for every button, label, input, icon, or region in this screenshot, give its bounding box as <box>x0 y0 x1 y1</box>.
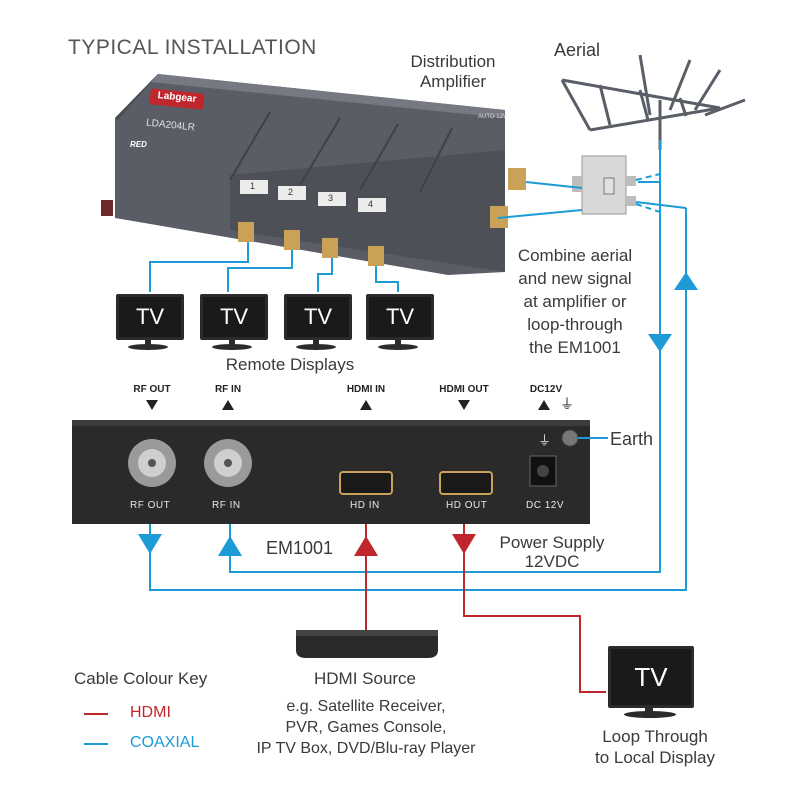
hdmi-key-swatch <box>84 713 108 715</box>
amplifier-red-badge: RED <box>130 140 147 149</box>
amplifier-output-1: 1 <box>250 181 256 191</box>
amplifier-label-line1: Distribution <box>410 52 496 71</box>
combine-note-line: loop-through <box>527 315 623 334</box>
combine-note-line: and new signal <box>518 269 632 288</box>
em1001-device <box>72 420 590 524</box>
port-label-hdmi-out: HDMI OUT <box>439 384 489 395</box>
amplifier-label-line2: Amplifier <box>419 72 487 91</box>
power-supply-line1: Power Supply <box>499 533 605 552</box>
tv-screen: TV <box>284 294 352 340</box>
hdmi-key-label: HDMI <box>130 704 171 721</box>
hdmi-source-line: e.g. Satellite Receiver, <box>286 698 446 715</box>
hdmi-source-examples: e.g. Satellite Receiver, PVR, Games Cons… <box>234 696 498 759</box>
loop-through-line2: to Local Display <box>594 748 715 767</box>
face-label-dc12v: DC 12V <box>526 500 565 511</box>
port-label-rf-out: RF OUT <box>133 384 171 395</box>
distribution-amplifier <box>101 74 526 275</box>
tv-base <box>128 344 168 350</box>
aerial-label: Aerial <box>554 40 601 60</box>
combine-note-line: the EM1001 <box>529 338 621 357</box>
tv-screen: TV <box>366 294 434 340</box>
port-label-rf-in: RF IN <box>214 384 242 395</box>
combiner-splitter <box>572 155 636 215</box>
power-supply-label: Power Supply 12VDC <box>490 533 614 571</box>
cable-colour-key: Cable Colour Key HDMI COAXIAL <box>74 669 244 759</box>
tv-screen: TV <box>116 294 184 340</box>
diagram-title: TYPICAL INSTALLATION <box>68 36 317 59</box>
cable-key-title: Cable Colour Key <box>74 669 208 688</box>
face-label-rf-in: RF IN <box>212 500 241 511</box>
hdmi-source-device <box>296 630 438 658</box>
amplifier-output-3: 3 <box>328 193 334 203</box>
earth-label: Earth <box>610 429 654 449</box>
tv-screen: TV <box>200 294 268 340</box>
tv-stand <box>145 340 151 346</box>
face-earth-icon: ⏚ <box>538 433 552 448</box>
face-label-rf-out: RF OUT <box>130 500 171 511</box>
tv-stand <box>229 340 235 346</box>
combine-note-line: at amplifier or <box>523 292 627 311</box>
tv-base <box>212 344 252 350</box>
hdmi-source-line: PVR, Games Console, <box>285 719 447 736</box>
tv-base <box>378 344 418 350</box>
amplifier-auto-text: AUTO 12V <box>478 114 507 120</box>
amplifier-output-4: 4 <box>368 199 374 209</box>
amplifier-label: Distribution Amplifier <box>392 52 514 92</box>
power-supply-line2: 12VDC <box>524 552 580 571</box>
em1001-name: EM1001 <box>266 538 334 558</box>
coax-key-swatch <box>84 743 108 745</box>
port-label-hdmi-in: HDMI IN <box>346 384 386 395</box>
combine-note-line: Combine aerial <box>517 246 633 265</box>
tv-stand <box>313 340 319 346</box>
face-label-hd-in: HD IN <box>350 500 380 511</box>
amplifier-output-2: 2 <box>288 187 294 197</box>
tv-screen: TV <box>608 646 694 708</box>
loop-through-line1: Loop Through <box>602 727 708 746</box>
combine-note: Combine aerial and new signal at amplifi… <box>500 244 650 359</box>
port-label-dc12v: DC12V <box>529 384 563 395</box>
earth-symbol-icon: ⏚ <box>560 396 574 412</box>
aerial-antenna <box>560 54 746 150</box>
remote-displays-label: Remote Displays <box>225 355 355 374</box>
tv-base <box>296 344 336 350</box>
tv-stand <box>395 340 401 346</box>
face-label-hd-out: HD OUT <box>446 500 488 511</box>
hdmi-source-line: IP TV Box, DVD/Blu-ray Player <box>256 740 476 757</box>
coax-key-label: COAXIAL <box>130 734 200 751</box>
loop-through-label: Loop Through to Local Display <box>570 726 740 768</box>
tv-base <box>624 711 676 718</box>
hdmi-source-title: HDMI Source <box>313 669 417 688</box>
